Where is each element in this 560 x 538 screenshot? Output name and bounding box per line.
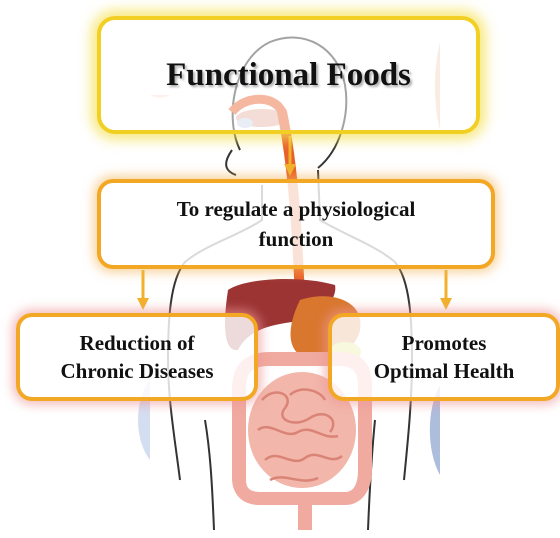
reduction-chronic-diseases-label: Reduction of Chronic Diseases [60, 329, 213, 385]
regulate-function-box: To regulate a physiological function [97, 179, 495, 269]
regulate-function-label: To regulate a physiological function [177, 194, 416, 254]
reduction-chronic-diseases-box: Reduction of Chronic Diseases [16, 313, 258, 401]
functional-foods-box: Functional Foods [97, 16, 480, 134]
promotes-optimal-health-box: Promotes Optimal Health [328, 313, 560, 401]
promotes-optimal-health-label: Promotes Optimal Health [374, 329, 515, 385]
diagram-title: Functional Foods [166, 57, 411, 94]
